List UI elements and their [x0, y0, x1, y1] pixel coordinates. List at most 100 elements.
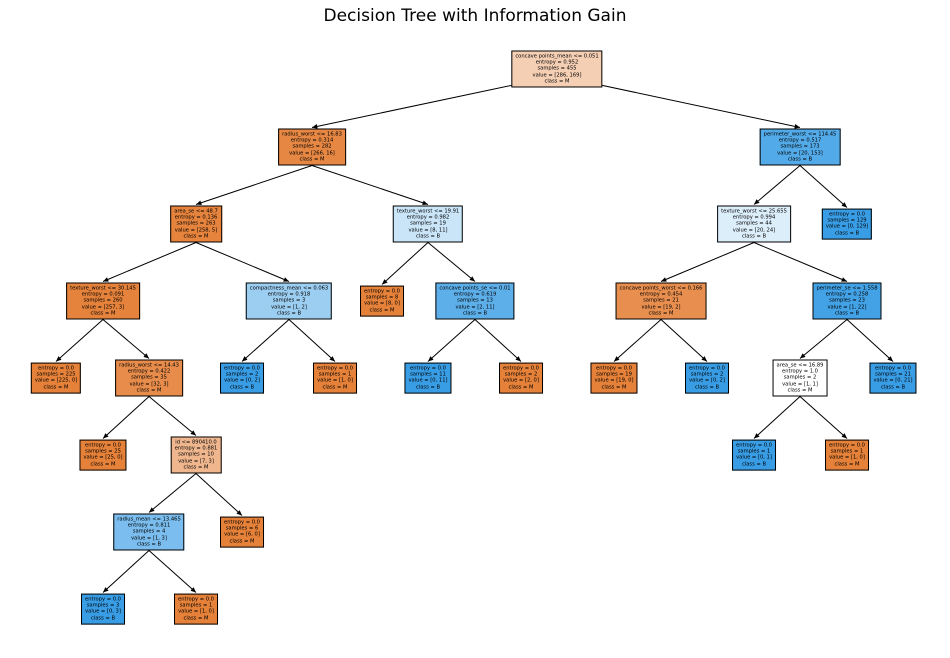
node-line: value = [0, 11]	[408, 378, 448, 384]
node-line: concave points_se <= 0.01	[439, 285, 511, 292]
node-line: samples = 11	[410, 371, 446, 378]
node-line: value = [7, 3]	[178, 458, 214, 465]
node-line: class = B	[694, 384, 720, 391]
node-line: entropy = 0.918	[267, 291, 311, 298]
node-line: samples = 3	[86, 602, 120, 609]
node-line: samples = 2	[783, 374, 817, 381]
tree-edge	[55, 319, 104, 362]
node-line: samples = 21	[643, 297, 679, 304]
node-line: entropy = 0.091	[81, 291, 125, 298]
node-line: id <= 890410.0	[175, 439, 217, 446]
tree-edge	[474, 319, 522, 362]
tree-edge	[753, 396, 801, 439]
node-line: value = [25, 0]	[83, 455, 123, 461]
node-line: entropy = 0.0	[503, 365, 539, 372]
node-line: compactness_mean <= 0.063	[249, 285, 329, 292]
node-line: texture_worst <= 25.655	[721, 208, 787, 215]
node-line: class = B	[462, 310, 488, 317]
node-line: value = [1, 0]	[317, 378, 353, 384]
node-line: entropy = 0.881	[174, 445, 218, 452]
node-line: class = B	[136, 541, 162, 548]
node-line: samples = 13	[457, 297, 493, 304]
node-line: value = [257, 3]	[81, 304, 125, 311]
tree-edge	[102, 319, 150, 359]
node-line: texture_worst <= 19.91	[396, 208, 460, 215]
node-line: entropy = 0.314	[290, 137, 334, 144]
node-line: value = [1, 2]	[271, 304, 307, 311]
node-line: value = [1, 22]	[827, 304, 867, 311]
tree-edge	[799, 319, 848, 359]
node-line: class = M	[787, 387, 813, 394]
node-line: class = B	[741, 461, 767, 468]
node-line: samples = 23	[829, 297, 865, 304]
node-line: entropy = 0.0	[410, 365, 446, 372]
tree-edge	[799, 165, 848, 208]
node-line: value = [0, 129]	[825, 224, 869, 230]
node-line: samples = 1	[318, 371, 352, 378]
node-line: texture_worst <= 30.145	[70, 285, 136, 292]
node-line: radius_mean <= 13.465	[117, 516, 181, 523]
node-line: entropy = 0.0	[875, 365, 911, 372]
node-line: value = [1, 0]	[178, 609, 214, 615]
node-line: class = M	[183, 464, 209, 471]
node-line: samples = 2	[690, 371, 724, 378]
node-line: value = [0, 2]	[224, 378, 260, 384]
node-line: value = [20, 24]	[732, 227, 776, 234]
tree-edge	[102, 242, 197, 282]
node-line: class = M	[648, 310, 674, 317]
node-line: class = M	[43, 384, 69, 391]
node-line: entropy = 0.422	[127, 368, 171, 375]
node-line: entropy = 0.0	[224, 519, 260, 526]
node-line: radius_worst <= 16.83	[282, 131, 342, 138]
node-line: samples = 282	[292, 143, 332, 150]
tree-edge	[427, 242, 476, 282]
node-line: samples = 1	[179, 602, 213, 609]
node-line: class = M	[229, 538, 255, 545]
node-line: class = M	[90, 461, 116, 468]
node-line: entropy = 0.952	[535, 59, 579, 66]
node-line: samples = 129	[827, 217, 867, 224]
tree-edge	[427, 319, 476, 362]
node-line: class = B	[741, 233, 767, 240]
tree-edge	[311, 165, 429, 206]
node-line: entropy = 0.0	[85, 442, 121, 449]
node-line: samples = 21	[875, 371, 911, 378]
node-line: samples = 260	[83, 297, 123, 304]
tree-edge	[195, 473, 243, 516]
node-line: value = [266, 16]	[289, 150, 335, 157]
node-line: entropy = 0.619	[453, 291, 497, 298]
node-line: radius_worst <= 14.43	[119, 362, 179, 369]
node-line: entropy = 0.0	[38, 365, 74, 372]
node-line: entropy = 0.0	[178, 596, 214, 603]
node-line: value = [258, 5]	[174, 227, 218, 234]
node-line: class = M	[369, 307, 395, 314]
tree-edge	[241, 319, 290, 362]
node-line: class = B	[787, 156, 813, 163]
node-line: value = [2, 11]	[455, 304, 495, 311]
node-line: class = M	[136, 387, 162, 394]
tree-edge	[660, 319, 708, 362]
node-line: entropy = 0.0	[689, 365, 725, 372]
tree-edge	[195, 165, 313, 206]
